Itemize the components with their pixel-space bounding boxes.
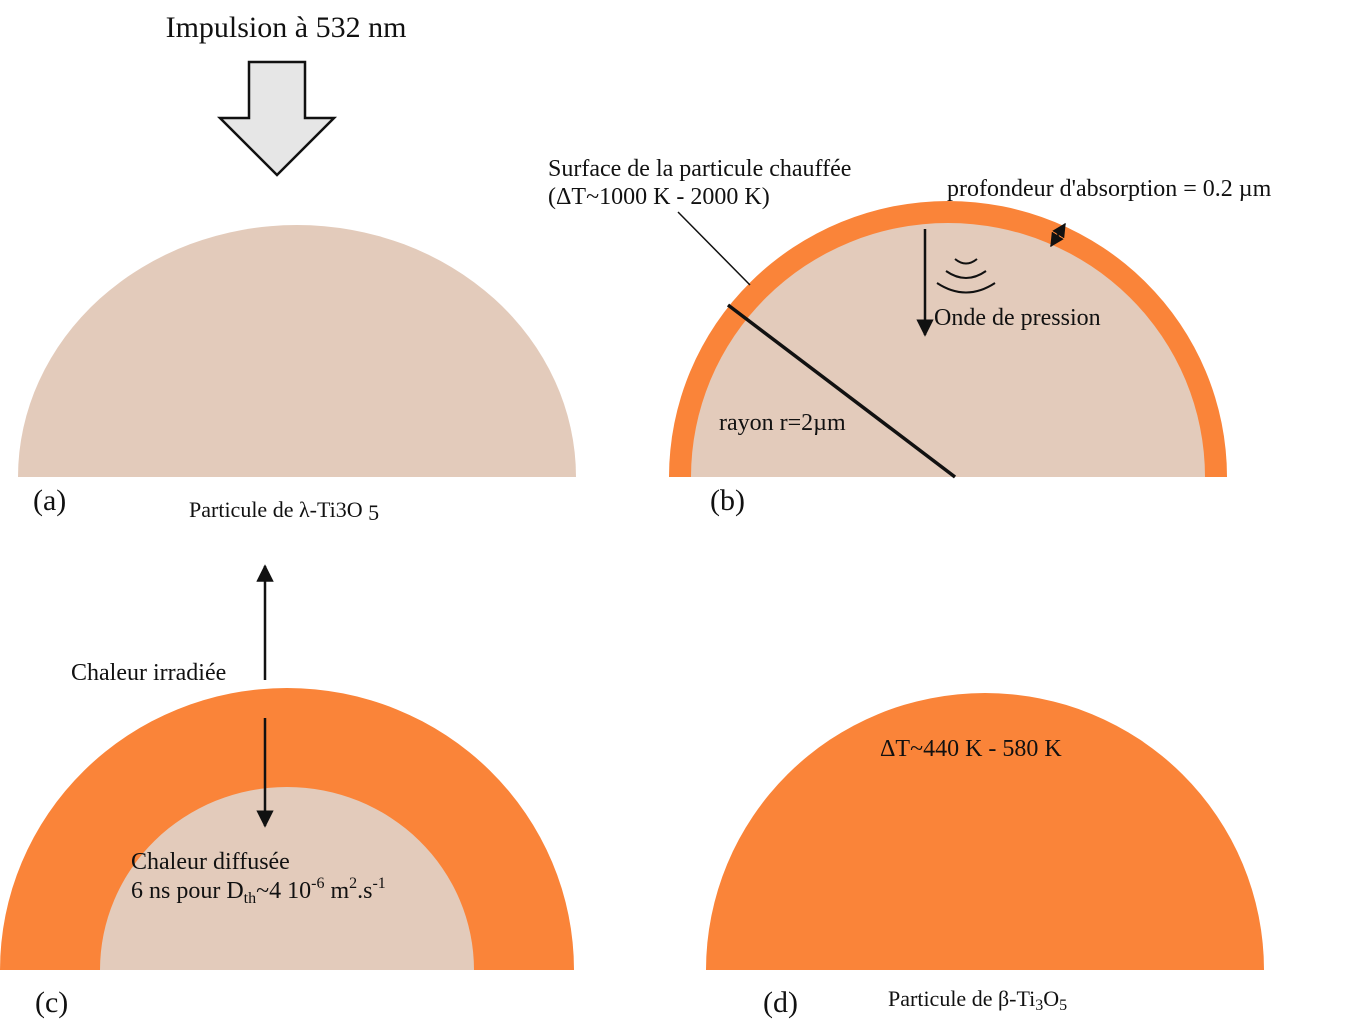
panel-d-label: (d) (763, 986, 798, 1019)
heated-particle-d (706, 693, 1264, 970)
panel-b-label: (b) (710, 484, 745, 517)
absorption-depth-label: profondeur d'absorption = 0.2 µm (947, 176, 1272, 202)
pulse-arrow-icon (216, 60, 338, 177)
surface-pointer-line (677, 211, 751, 286)
panel-a-caption: Particule de λ-Ti3O 5 (189, 497, 379, 525)
surface-label-line1: Surface de la particule chauffée (548, 156, 851, 182)
particle-core-b (691, 223, 1205, 477)
panel-c-label: (c) (35, 986, 68, 1019)
radius-label: rayon r=2µm (719, 410, 846, 436)
particle-a (18, 225, 576, 477)
panel-d-delta-t: ΔT~440 K - 580 K (880, 736, 1062, 762)
panel-d-caption: Particule de β-Ti3O5 (888, 986, 1067, 1014)
particle-core-c (100, 787, 474, 970)
radiated-heat-label: Chaleur irradiée (71, 660, 226, 686)
diffused-heat-label-line1: Chaleur diffusée (131, 849, 290, 875)
diffused-heat-label-line2: 6 ns pour Dth~4 10-6 m2.s-1 (131, 875, 386, 907)
surface-label-line2: (ΔT~1000 K - 2000 K) (548, 184, 770, 210)
panel-a-label: (a) (33, 484, 66, 517)
radius-line (726, 303, 957, 479)
pulse-label: Impulsion à 532 nm (166, 11, 407, 44)
absorption-depth-arrow-icon (1050, 222, 1066, 248)
pressure-wave-icon (936, 258, 996, 294)
pressure-wave-label: Onde de pression (934, 305, 1101, 331)
